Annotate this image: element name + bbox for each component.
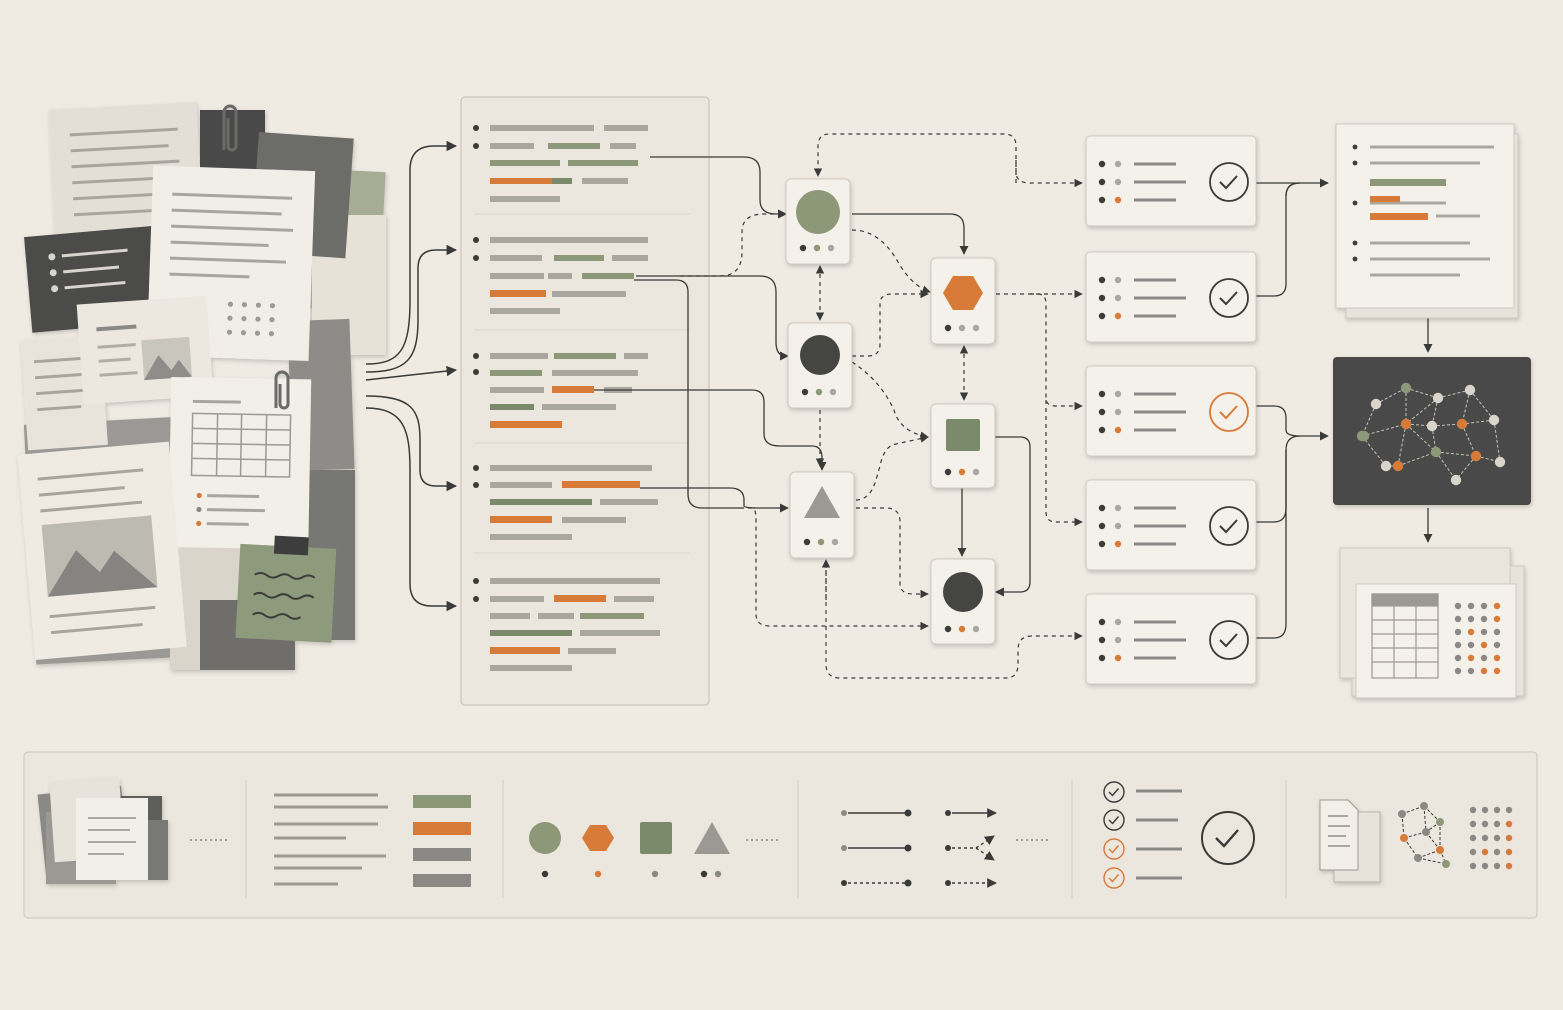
pile-connectors bbox=[365, 140, 458, 612]
extraction-panel bbox=[460, 96, 710, 706]
extracted-record bbox=[473, 578, 660, 671]
validation-card[interactable] bbox=[1085, 593, 1257, 685]
output-document bbox=[1335, 123, 1519, 319]
validation-card[interactable] bbox=[1085, 365, 1257, 457]
document-sheet bbox=[235, 535, 337, 643]
validation-card[interactable] bbox=[1085, 135, 1257, 227]
legend-outputs bbox=[1319, 799, 1513, 883]
network-graph-icon bbox=[1398, 802, 1450, 868]
solid-connectors bbox=[594, 156, 1433, 639]
dark-circle-icon bbox=[943, 572, 983, 612]
sage-circle-icon bbox=[796, 190, 840, 234]
source-documents bbox=[17, 102, 386, 670]
node-circle-sage[interactable] bbox=[785, 178, 851, 265]
document-sheet bbox=[200, 110, 265, 170]
check-circle-icon bbox=[1209, 506, 1249, 546]
table-icon bbox=[1371, 593, 1439, 679]
document-sheet bbox=[17, 441, 187, 661]
check-circle-icon bbox=[1201, 811, 1255, 865]
legend-documents bbox=[37, 777, 168, 885]
check-circle-icon bbox=[1209, 392, 1249, 432]
hexagon-icon bbox=[943, 276, 983, 310]
node-hexagon[interactable] bbox=[930, 257, 996, 345]
extracted-record bbox=[473, 465, 658, 540]
extracted-record bbox=[473, 353, 648, 428]
output-tables bbox=[1339, 547, 1525, 699]
node-square[interactable] bbox=[930, 403, 996, 489]
legend-extracted-fields bbox=[274, 793, 471, 887]
extracted-record bbox=[473, 125, 648, 202]
check-circle-icon bbox=[1209, 162, 1249, 202]
node-circle-dark[interactable] bbox=[787, 322, 853, 409]
square-icon bbox=[640, 822, 672, 854]
triangle-icon bbox=[804, 486, 840, 518]
dot-matrix-icon bbox=[1469, 806, 1513, 870]
hexagon-icon bbox=[582, 825, 614, 851]
document-sheet bbox=[168, 376, 312, 550]
check-circle-icon bbox=[1209, 278, 1249, 318]
legend-entity-types bbox=[529, 822, 780, 878]
paperclip-icon bbox=[222, 104, 290, 410]
dot-matrix-icon bbox=[1454, 602, 1501, 675]
legend-relations bbox=[841, 808, 1050, 888]
node-circle-dark-2[interactable] bbox=[930, 558, 996, 645]
knowledge-graph bbox=[1333, 357, 1531, 505]
validation-card[interactable] bbox=[1085, 479, 1257, 571]
square-icon bbox=[946, 419, 980, 451]
node-triangle[interactable] bbox=[789, 471, 855, 559]
check-circle-icon bbox=[1209, 620, 1249, 660]
triangle-icon bbox=[694, 822, 730, 854]
sage-circle-icon bbox=[529, 822, 561, 854]
dashed-connectors bbox=[680, 133, 1083, 679]
entity-nodes bbox=[785, 178, 996, 645]
extracted-record bbox=[473, 237, 648, 314]
network-graph-icon bbox=[1356, 382, 1506, 486]
validation-card[interactable] bbox=[1085, 251, 1257, 343]
dark-circle-icon bbox=[800, 335, 840, 375]
legend-bar bbox=[23, 751, 1538, 919]
legend-validation bbox=[1103, 781, 1255, 889]
validation-cards bbox=[1085, 135, 1257, 685]
